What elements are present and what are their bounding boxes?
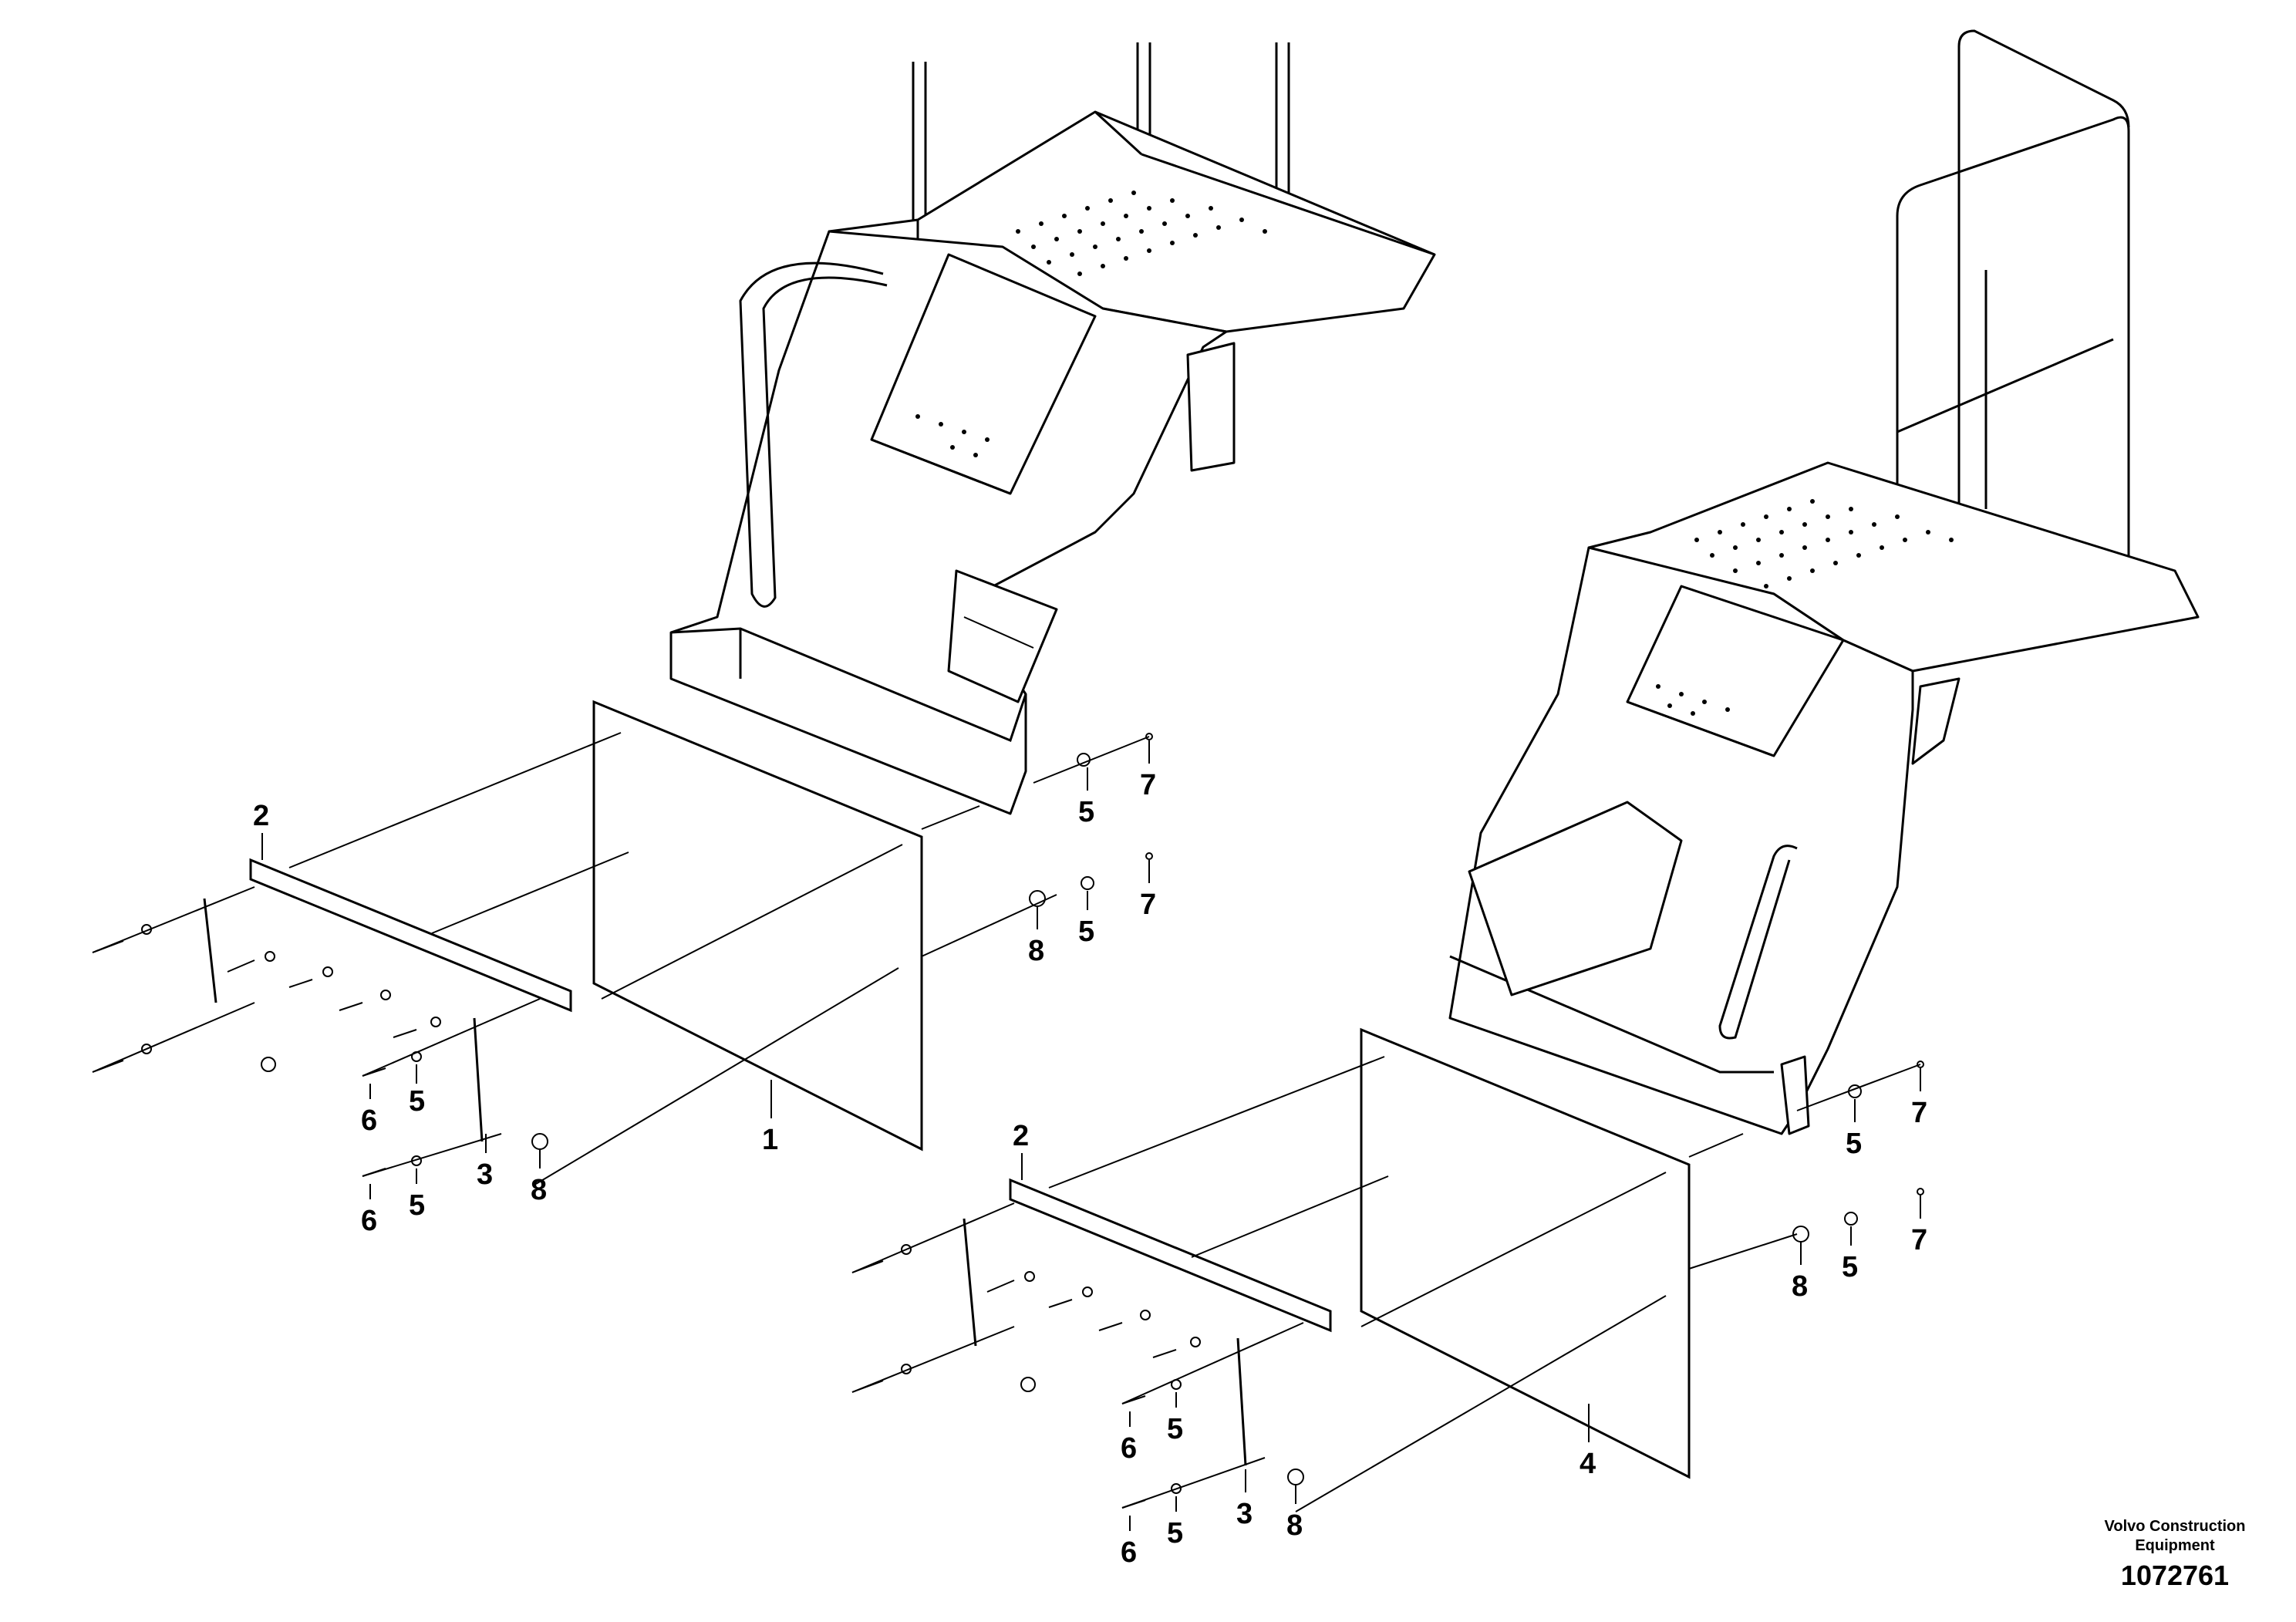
callout-7-left-top: 7 (1140, 769, 1156, 801)
callout-7-right-top: 7 (1911, 1097, 1927, 1129)
callout-7-left-mid: 7 (1140, 889, 1156, 921)
callout-5-right-lower: 5 (1167, 1517, 1183, 1549)
right-mounting-strip (1009, 1178, 1332, 1333)
callout-8-left-lower: 8 (531, 1174, 547, 1206)
callout-5-left-upper: 5 (409, 1085, 425, 1118)
callout-5-left-lower: 5 (409, 1189, 425, 1222)
callout-2-left: 2 (253, 800, 269, 832)
credit-block: Volvo Construction Equipment 1072761 (2105, 1518, 2246, 1591)
callout-7-right-mid: 7 (1911, 1224, 1927, 1256)
right-cover-panel (1360, 1027, 1691, 1479)
callout-5-right-mid: 5 (1842, 1251, 1858, 1283)
callout-1: 1 (762, 1124, 778, 1156)
callout-3-right: 3 (1236, 1498, 1253, 1530)
callout-8-right-upper: 8 (1792, 1270, 1808, 1303)
right-callouts: 2 4 6 5 3 8 6 5 5 7 8 5 7 (1013, 1097, 1927, 1569)
left-cover-panel (592, 700, 923, 1152)
callout-4: 4 (1580, 1448, 1596, 1480)
leader-lines (261, 740, 1921, 1531)
callout-6-left-upper: 6 (361, 1104, 377, 1137)
drawing-number: 1072761 (2121, 1560, 2229, 1591)
callout-8-right-lower: 8 (1286, 1509, 1303, 1542)
left-step-assembly (669, 42, 1436, 815)
callout-3-left: 3 (477, 1158, 493, 1191)
left-exploded-parts (92, 700, 1153, 1185)
callout-8-left-upper: 8 (1028, 935, 1044, 967)
right-exploded-parts (851, 1027, 1924, 1512)
callout-5-left-top: 5 (1078, 796, 1094, 828)
callout-5-right-top: 5 (1846, 1128, 1862, 1160)
callout-5-right-upper: 5 (1167, 1413, 1183, 1445)
callout-2-right: 2 (1013, 1120, 1029, 1152)
right-step-assembly (1448, 29, 2200, 1135)
callout-6-left-lower: 6 (361, 1205, 377, 1237)
credit-company: Volvo Construction (2105, 1518, 2246, 1535)
left-mounting-strip (249, 858, 572, 1013)
left-callouts: 2 1 6 5 3 8 6 5 5 7 8 5 7 (253, 769, 1156, 1237)
callout-6-right-upper: 6 (1121, 1432, 1137, 1465)
callout-6-right-lower: 6 (1121, 1536, 1137, 1569)
callout-5-left-mid: 5 (1078, 916, 1094, 948)
credit-company-line2: Equipment (2135, 1537, 2215, 1554)
